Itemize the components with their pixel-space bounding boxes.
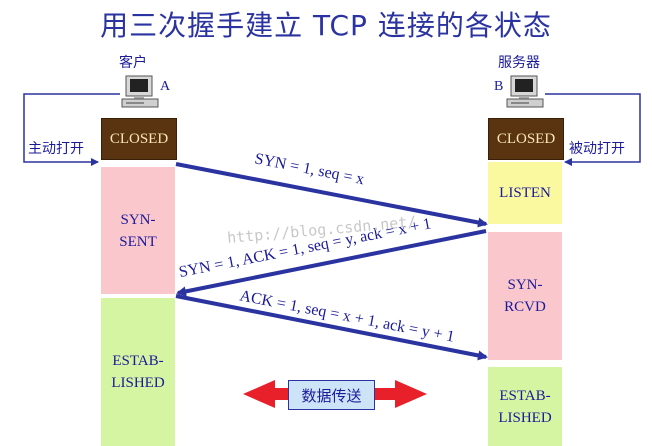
server-state-established: ESTAB- LISHED — [488, 367, 562, 446]
client-state-established: ESTAB- LISHED — [101, 298, 175, 446]
server-computer-icon — [506, 75, 544, 108]
passive-open-line — [545, 93, 641, 166]
active-open-label: 主动打开 — [28, 141, 84, 157]
client-label: 客户 — [119, 55, 147, 71]
server-state-syn-rcvd: SYN- RCVD — [488, 232, 562, 360]
server-label: 服务器 — [498, 55, 540, 71]
syn-ack-arrow — [176, 229, 487, 297]
server-state-closed: CLOSED — [488, 118, 564, 160]
data-transfer-label: 数据传送 — [288, 380, 375, 410]
server-letter: B — [494, 79, 504, 94]
client-state-syn-sent: SYN- SENT — [101, 167, 175, 294]
client-state-closed: CLOSED — [101, 118, 177, 160]
passive-open-label: 被动打开 — [569, 141, 625, 157]
diagram-title: 用三次握手建立 TCP 连接的各状态 — [100, 9, 552, 42]
client-letter: A — [160, 79, 171, 94]
server-state-listen: LISTEN — [488, 162, 562, 224]
syn-arrow — [175, 162, 488, 228]
active-open-line — [23, 93, 120, 166]
client-computer-icon — [121, 75, 159, 108]
ack-arrow — [175, 294, 488, 361]
